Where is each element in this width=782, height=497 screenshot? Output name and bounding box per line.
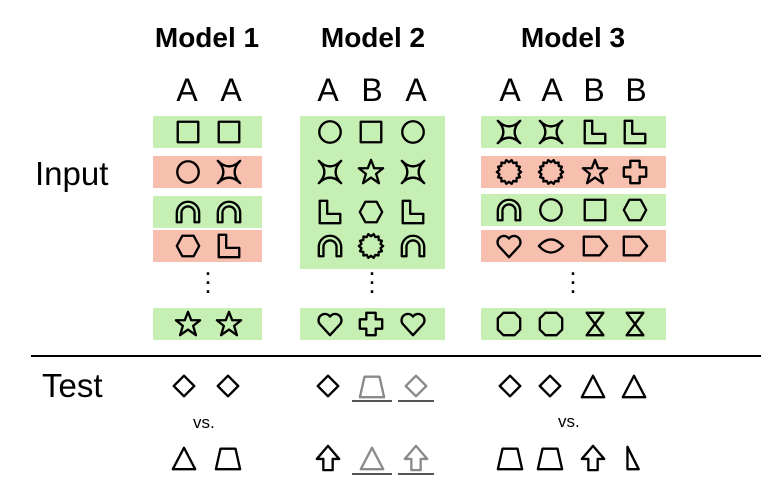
arch-icon: [175, 200, 201, 224]
diamond-icon: [404, 374, 428, 398]
astroid-icon: [496, 119, 522, 145]
pentagon-arrow-icon: [622, 235, 649, 257]
model-1-row-5: [153, 308, 262, 340]
circle-icon: [401, 120, 425, 144]
triangle-icon: [359, 446, 385, 471]
model-1-row-2: [153, 156, 262, 188]
gear-icon: [537, 158, 565, 186]
astroid-icon: [317, 159, 343, 185]
hexagon-icon: [358, 200, 384, 224]
ellipsis-model-1: ...: [204, 251, 212, 299]
square-icon: [176, 120, 200, 144]
triangle-icon: [621, 374, 647, 399]
underline: [352, 473, 392, 475]
l-shape-icon: [623, 119, 647, 145]
cross-icon: [622, 159, 648, 185]
trapezoid-icon: [214, 447, 242, 471]
letter: A: [176, 72, 198, 108]
vs-label-model-3: vs.: [558, 412, 580, 431]
diamond-icon: [498, 374, 522, 398]
arch-icon: [400, 234, 426, 258]
letter: A: [405, 72, 427, 108]
square-icon: [583, 198, 607, 222]
underline: [352, 400, 392, 402]
test-label: Test: [42, 367, 103, 404]
letter: A: [541, 72, 563, 108]
arrow-up-icon: [580, 444, 606, 472]
model-3-letters: A A B B: [489, 72, 657, 109]
gear-icon: [495, 158, 523, 186]
model-1-row-3: [153, 196, 262, 228]
underline: [398, 400, 434, 402]
hexagon-icon: [622, 198, 648, 222]
hexagon-icon: [175, 234, 201, 258]
arch-icon: [496, 198, 522, 222]
letter: A: [317, 72, 339, 108]
arch-icon: [216, 200, 242, 224]
l-shape-icon: [401, 199, 425, 225]
astroid-icon: [216, 159, 242, 185]
model-1-row-4: [153, 230, 262, 262]
astroid-icon: [538, 119, 564, 145]
divider-line: [31, 355, 761, 357]
cross-icon: [358, 311, 384, 337]
letter: A: [220, 72, 242, 108]
pentagon-arrow-icon: [582, 235, 609, 257]
heart-icon: [400, 312, 426, 337]
diamond-icon: [216, 374, 240, 398]
lens-icon: [537, 238, 565, 254]
arrow-up-icon: [403, 444, 429, 472]
gear-icon: [357, 232, 385, 260]
heart-icon: [496, 234, 522, 259]
circle-icon: [318, 120, 342, 144]
star-icon: [357, 158, 385, 185]
letter: B: [361, 72, 383, 108]
heart-icon: [317, 312, 343, 337]
model-2-title: Model 2: [320, 22, 426, 53]
star-icon: [215, 310, 243, 337]
diamond-icon: [316, 374, 340, 398]
octagon-icon: [538, 311, 564, 337]
model-1-row-1: [153, 116, 262, 148]
arch-icon: [317, 234, 343, 258]
underline: [398, 473, 434, 475]
model-1-title: Model 1: [154, 22, 260, 53]
ellipsis-model-2: ...: [368, 251, 376, 299]
l-shape-icon: [583, 119, 607, 145]
circle-icon: [176, 160, 200, 184]
diamond-icon: [538, 374, 562, 398]
trapezoid-icon: [536, 447, 564, 471]
star-icon: [581, 158, 609, 185]
hourglass-icon: [625, 311, 645, 337]
input-label: Input: [35, 155, 109, 192]
letter: A: [499, 72, 521, 108]
vs-label-model-1: vs.: [193, 413, 215, 432]
arrow-up-icon: [315, 444, 341, 472]
diamond-icon: [172, 374, 196, 398]
l-shape-icon: [318, 199, 342, 225]
letter: B: [583, 72, 605, 108]
ellipsis-model-3: ...: [569, 251, 577, 299]
circle-icon: [539, 198, 563, 222]
hourglass-icon: [585, 311, 605, 337]
square-icon: [359, 120, 383, 144]
letter: B: [625, 72, 647, 108]
triangle-icon: [171, 446, 197, 471]
trapezoid-icon: [496, 447, 524, 471]
right-triangle-icon: [626, 445, 640, 471]
trapezoid-icon: [358, 375, 386, 399]
star-icon: [174, 310, 202, 337]
model-3-title: Model 3: [520, 22, 626, 53]
l-shape-icon: [217, 233, 241, 259]
model-2-letters: A B A: [306, 72, 438, 109]
square-icon: [217, 120, 241, 144]
model-1-letters: A A: [165, 72, 253, 109]
astroid-icon: [400, 159, 426, 185]
triangle-icon: [580, 374, 606, 399]
octagon-icon: [496, 311, 522, 337]
